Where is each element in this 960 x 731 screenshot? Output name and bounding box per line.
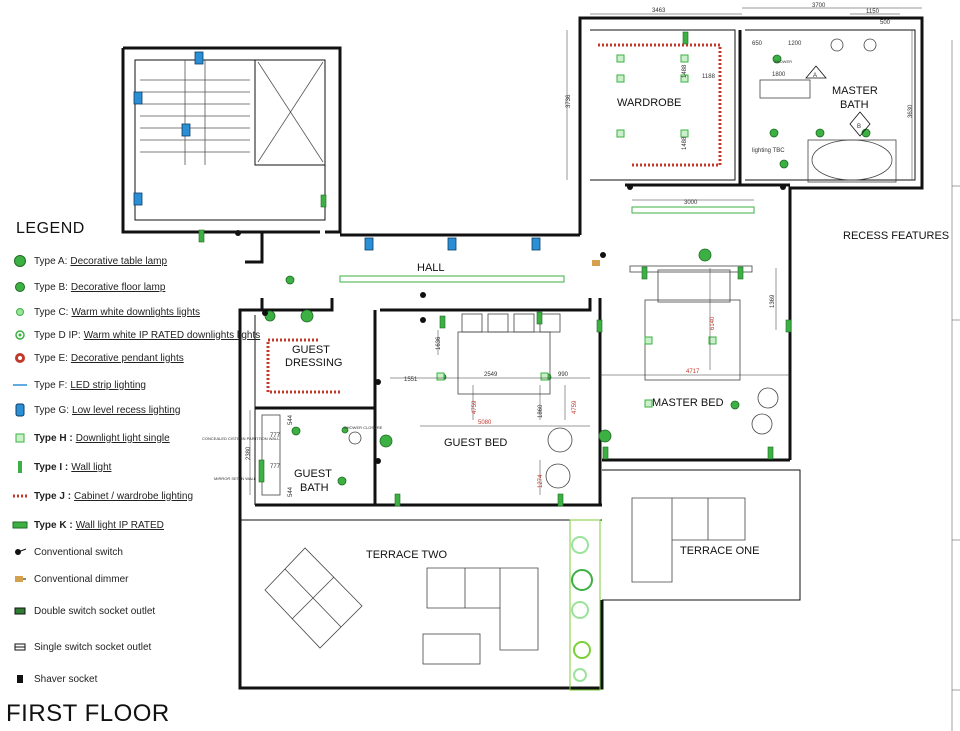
- dim-label: 1274: [538, 474, 544, 488]
- room-wardrobe: WARDROBE: [617, 97, 681, 109]
- dim-label: 777: [270, 433, 281, 439]
- dim-label: 3630: [908, 104, 914, 118]
- furniture: [261, 38, 897, 665]
- lighting-tbc-note: lighting TBC: [752, 148, 785, 154]
- hall-led-strip: [339, 275, 565, 283]
- dim-label: 3700: [812, 3, 826, 9]
- room-guest-dressing-line1: GUEST: [292, 344, 330, 356]
- room-guest-dressing-line2: DRESSING: [285, 357, 342, 369]
- room-labels: HALL WARDROBE MASTER BATH GUEST DRESSING…: [285, 85, 949, 561]
- dim-label: 1200: [788, 41, 802, 47]
- marker-b: B: [857, 124, 861, 130]
- wardrobe-cabinet-lighting: [598, 43, 722, 167]
- dim-label: 1369: [770, 294, 776, 308]
- switches: [235, 184, 786, 464]
- dim-label: 1488: [682, 136, 688, 150]
- room-guest-bath-line1: GUEST: [294, 468, 332, 480]
- mirror-note: MIRROR SET IN WALL: [214, 476, 257, 481]
- room-guest-bed: GUEST BED: [444, 437, 507, 449]
- cistern-note: CONCEALED CISTERN PARTITION WALL: [202, 436, 280, 441]
- dim-label: 6140: [710, 316, 716, 330]
- dim-label: 1800: [772, 72, 786, 78]
- dim-label: 3463: [652, 8, 666, 14]
- marker-a: A: [813, 73, 817, 79]
- dimension-lines: [249, 7, 922, 495]
- dimmer: [592, 260, 600, 266]
- dim-label: 500: [880, 20, 891, 26]
- room-master-bed: MASTER BED: [652, 397, 724, 409]
- shower-note: SHOWER: [774, 59, 792, 64]
- dressing-cabinet-lighting: [266, 338, 340, 394]
- dim-label: 5080: [478, 420, 492, 426]
- wall-lights: [198, 31, 792, 507]
- dim-label: 3736: [566, 94, 572, 108]
- dim-label: 544: [288, 486, 294, 497]
- room-terrace-one: TERRACE ONE: [680, 545, 759, 557]
- downlights: [264, 54, 871, 486]
- shower-closure-note: SHOWER CLOSURE: [344, 425, 383, 430]
- dim-label: 1636: [436, 336, 442, 350]
- room-terrace-two: TERRACE TWO: [366, 549, 448, 561]
- dim-label: 1860: [538, 404, 544, 418]
- dim-label: 544: [288, 414, 294, 425]
- master-led-strip: [631, 206, 755, 214]
- square-downlights: [436, 54, 717, 408]
- dim-label: 4759: [472, 400, 478, 414]
- dim-label: 2549: [484, 372, 498, 378]
- room-guest-bath-line2: BATH: [300, 482, 329, 494]
- dim-label: 1488: [682, 64, 688, 78]
- dim-label: 990: [558, 372, 569, 378]
- title-block-edge: [951, 40, 960, 731]
- dim-label: 3000: [684, 200, 698, 206]
- room-hall: HALL: [417, 262, 445, 274]
- recess-features-label: RECESS FEATURES: [843, 230, 949, 242]
- annotations: lighting TBC SHOWER SHOWER CLOSURE CONCE…: [202, 59, 871, 481]
- dim-label: 1150: [866, 9, 880, 15]
- dimension-labels: 3463 3700 1150 500 650 1200 1800 3736 36…: [246, 3, 914, 497]
- dim-label: 650: [752, 41, 763, 47]
- planters: [569, 519, 601, 691]
- dim-label: 1188: [702, 74, 716, 80]
- dim-label: 1551: [404, 377, 418, 383]
- walls: [121, 16, 924, 690]
- stair-treads: [140, 60, 324, 165]
- room-master-bath-line1: MASTER: [832, 85, 878, 97]
- recess-lights: [133, 51, 541, 251]
- dim-label: 4759: [572, 400, 578, 414]
- thin-walls: [134, 29, 916, 601]
- dim-label: 4717: [686, 369, 700, 375]
- dim-label: 777: [270, 464, 281, 470]
- room-master-bath-line2: BATH: [840, 99, 869, 111]
- dim-label: 2380: [246, 446, 252, 460]
